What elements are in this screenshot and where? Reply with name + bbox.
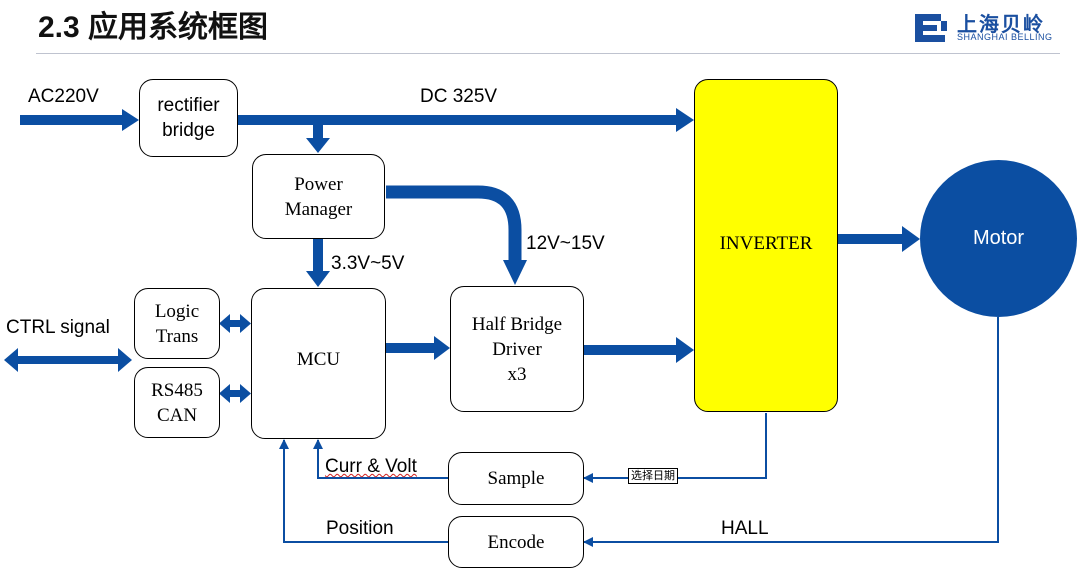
ctrl-signal-label: CTRL signal [6,317,110,338]
ctrl-signal-arrow [4,348,132,372]
page-title: 2.3 应用系统框图 [38,11,269,44]
logo-chinese-name: 上海贝岭 [957,12,1045,36]
ac-input-arrow [20,109,139,131]
power-to-mcu-arrow [306,239,330,287]
mcu-supply-label: 3.3V~5V [331,253,405,274]
rs485-can-block: RS485 CAN [134,367,220,438]
power-manager-block: Power Manager [252,154,385,239]
belling-logo-icon [915,14,947,42]
rectifier-bridge-block: rectifier bridge [139,79,238,157]
encode-to-mcu-line [279,439,448,543]
inverter-to-motor-arrow [838,226,920,252]
driver-supply-label: 12V~15V [526,233,605,254]
mcu-block: MCU [251,288,386,439]
logo-english-name: SHANGHAI BELLING [957,32,1053,42]
hall-label: HALL [721,518,769,539]
title-divider [36,53,1060,54]
curr-volt-label: Curr & Volt [325,456,417,477]
inverter-block: INVERTER [694,79,838,412]
date-picker-tag[interactable]: 选择日期 [628,468,678,484]
hall-to-encode-line [583,317,999,547]
mcu-to-driver-arrow [386,336,450,360]
bus-to-power-arrow [306,125,330,153]
position-label: Position [326,518,394,539]
sample-block: Sample [448,452,584,505]
company-logo: 上海贝岭 SHANGHAI BELLING [913,10,1063,50]
motor-block: Motor [920,160,1077,317]
dc-bus-label: DC 325V [420,86,498,107]
power-to-driver-arrow [386,185,527,285]
sample-to-mcu-line [313,439,448,479]
dc-bus-arrow [238,108,694,132]
half-bridge-driver-block: Half Bridge Driver x3 [450,286,584,412]
logic-trans-block: Logic Trans [134,288,220,359]
ac-input-label: AC220V [28,86,99,107]
logic-mcu-arrow [219,314,251,333]
encode-block: Encode [448,516,584,568]
driver-to-inverter-arrow [584,337,694,363]
rs485-mcu-arrow [219,384,251,403]
